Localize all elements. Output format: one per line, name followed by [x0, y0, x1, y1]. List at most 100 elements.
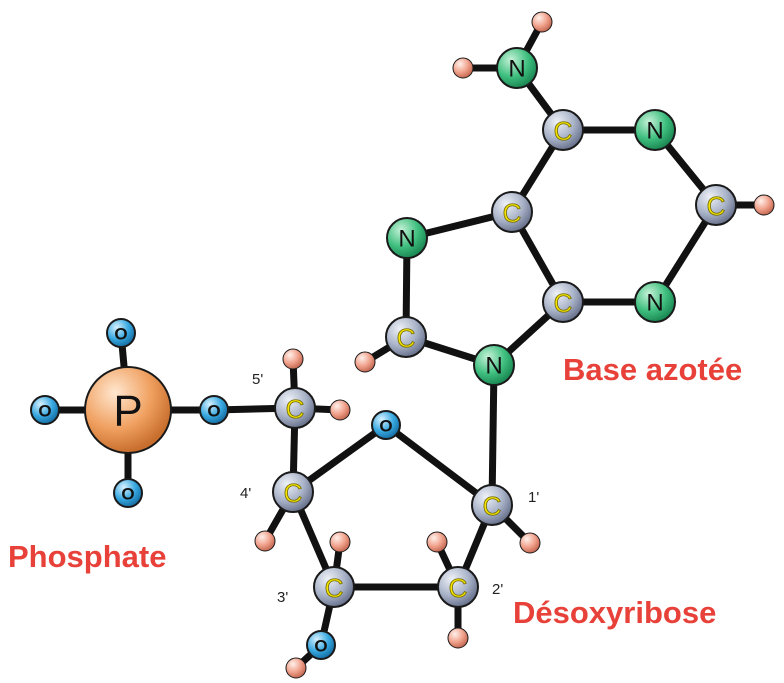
label-desoxyribose: Désoxyribose: [513, 595, 716, 630]
atom-symbol-n9: N: [485, 353, 502, 380]
atom-sphere-h-c2s-1: [426, 531, 448, 553]
carbon-number-5: 5': [252, 371, 263, 388]
atom-h-o3: [285, 657, 307, 679]
atom-c4s: C: [272, 471, 314, 513]
atom-h-c8: [354, 351, 376, 373]
atom-symbol-o-p-bottom: O: [121, 485, 134, 504]
atom-h-amino-2: [452, 57, 474, 79]
atom-symbol-o5: O: [207, 402, 220, 421]
atom-n1: N: [634, 109, 676, 151]
atom-sphere-o-p-top: [106, 318, 136, 348]
atom-sphere-h-c3s: [329, 531, 351, 553]
atom-symbol-c4b: C: [554, 288, 573, 318]
bond-o-ring-c1s: [382, 421, 496, 509]
atom-h-c4s: [254, 530, 276, 552]
atom-sphere-n3: [634, 281, 676, 323]
atom-sphere-h-o3: [285, 657, 307, 679]
atom-sphere-o5: [199, 395, 229, 425]
atom-symbol-o-p-left: O: [38, 402, 51, 421]
atom-c2s: C: [437, 566, 479, 608]
atom-sphere-c6: [542, 109, 584, 151]
atom-symbol-c1s: C: [483, 491, 502, 521]
atom-c8: C: [385, 316, 427, 358]
atom-symbol-n-amino: N: [508, 56, 525, 83]
atom-symbol-c3s: C: [325, 573, 344, 603]
atom-symbol-p: P: [113, 387, 142, 436]
atom-h-c2s-1: [426, 531, 448, 553]
atom-c2b: C: [695, 184, 737, 226]
atom-sphere-c1s: [471, 484, 513, 526]
atom-symbol-c5b: C: [503, 198, 522, 228]
atom-c3s: C: [313, 566, 355, 608]
atoms: N C N C N C C N C N O C C C O C C O P O O O: [30, 11, 775, 679]
carbon-number-4: 4': [240, 485, 251, 502]
atom-symbol-c4s: C: [284, 478, 303, 508]
atom-sphere-n1: [634, 109, 676, 151]
label-base-azotee: Base azotée: [563, 352, 742, 387]
label-phosphate: Phosphate: [8, 539, 166, 574]
atom-o-p-top: O: [106, 318, 136, 348]
atom-h-c3s: [329, 531, 351, 553]
atom-sphere-o-p-left: [30, 395, 60, 425]
atom-n9: N: [473, 344, 515, 386]
atom-p: P: [84, 366, 172, 454]
atom-symbol-n3: N: [646, 290, 663, 317]
atom-sphere-c2s: [437, 566, 479, 608]
atom-h-c5s-1: [282, 348, 304, 370]
atom-symbol-o-ring: O: [379, 417, 392, 436]
atom-symbol-o-p-top: O: [114, 325, 127, 344]
atom-sphere-n-amino: [496, 47, 538, 89]
atom-sphere-c4s: [272, 471, 314, 513]
atom-sphere-p: [84, 366, 172, 454]
atom-sphere-c4b: [542, 281, 584, 323]
atom-h-c2s-2: [447, 627, 469, 649]
atom-h-c5s-2: [329, 399, 351, 421]
atom-sphere-h-amino-1: [531, 11, 553, 33]
atom-sphere-o-p-bottom: [113, 478, 143, 508]
atom-n7: N: [386, 217, 428, 259]
atom-c4b: C: [542, 281, 584, 323]
atom-sphere-h-c4s: [254, 530, 276, 552]
atom-c1s: C: [471, 484, 513, 526]
atom-sphere-h-c5s-1: [282, 348, 304, 370]
atom-symbol-n1: N: [646, 118, 663, 145]
atom-sphere-h-c5s-2: [329, 399, 351, 421]
atom-sphere-h-c8: [354, 351, 376, 373]
carbon-number-1: 1': [528, 489, 539, 506]
atom-c5s: C: [274, 387, 316, 429]
atom-o5: O: [199, 395, 229, 425]
atom-sphere-n7: [386, 217, 428, 259]
atom-sphere-c5s: [274, 387, 316, 429]
atom-sphere-c5b: [491, 191, 533, 233]
atom-sphere-h-c1s: [519, 532, 541, 554]
atom-symbol-c6: C: [554, 116, 573, 146]
atom-sphere-h-amino-2: [452, 57, 474, 79]
atom-h-amino-1: [531, 11, 553, 33]
atom-symbol-o3: O: [314, 637, 327, 656]
atom-sphere-n9: [473, 344, 515, 386]
atom-n3: N: [634, 281, 676, 323]
carbon-number-3: 3': [277, 589, 288, 606]
bond-n9-c1s: [488, 361, 498, 509]
atom-c6: C: [542, 109, 584, 151]
atom-symbol-c5s: C: [286, 394, 305, 424]
atom-symbol-n7: N: [398, 226, 415, 253]
atom-sphere-o-ring: [371, 410, 401, 440]
atom-sphere-c2b: [695, 184, 737, 226]
carbon-number-2: 2': [492, 581, 503, 598]
atom-o-p-bottom: O: [113, 478, 143, 508]
atom-sphere-c8: [385, 316, 427, 358]
atom-o-p-left: O: [30, 395, 60, 425]
atom-c5b: C: [491, 191, 533, 233]
atom-sphere-o3: [306, 630, 336, 660]
atom-h-c2b: [753, 194, 775, 216]
atom-symbol-c2b: C: [707, 191, 726, 221]
atom-o-ring: O: [371, 410, 401, 440]
atom-symbol-c2s: C: [449, 573, 468, 603]
atom-sphere-h-c2s-2: [447, 627, 469, 649]
atom-n-amino: N: [496, 47, 538, 89]
atom-o3: O: [306, 630, 336, 660]
atom-symbol-c8: C: [397, 323, 416, 353]
atom-sphere-c3s: [313, 566, 355, 608]
